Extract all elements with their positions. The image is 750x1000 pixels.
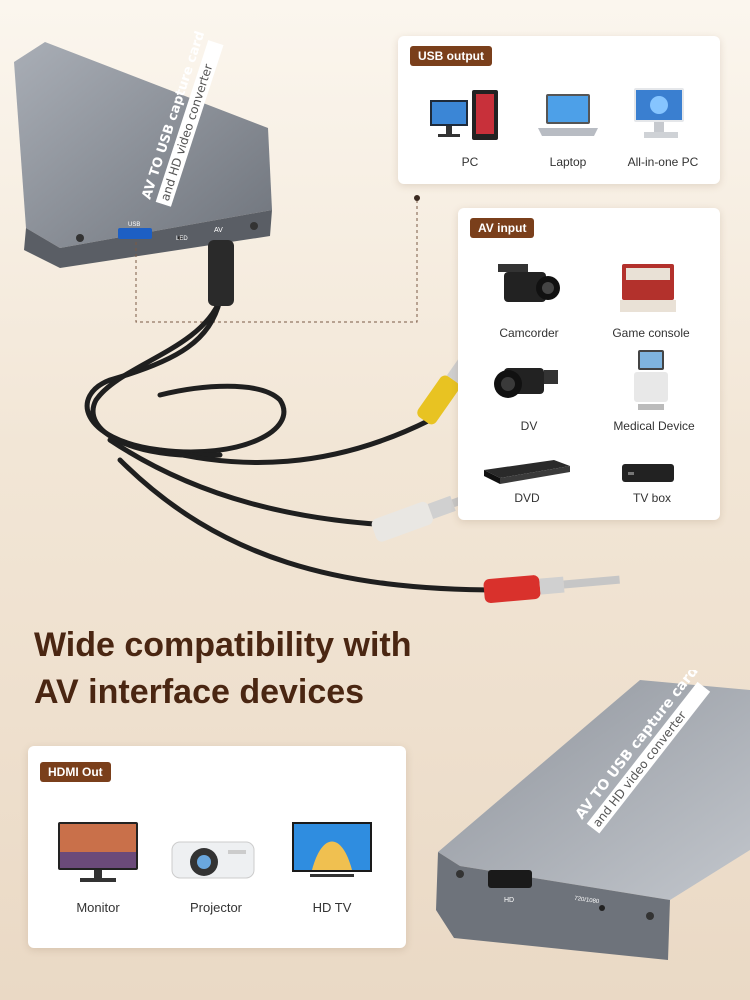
av-input-badge: AV input (470, 218, 535, 238)
pc-label: PC (461, 155, 479, 169)
projector-label: Projector (189, 900, 243, 915)
white-rca-plug (371, 492, 476, 542)
monitor-icon (58, 822, 138, 882)
game-console-icon (620, 264, 676, 312)
resolution-label: 720/1080 (574, 896, 600, 906)
monitor-label: Monitor (76, 900, 120, 915)
dvd-label: DVD (514, 491, 540, 505)
usb-port (118, 228, 152, 239)
dashed-connector (135, 195, 420, 323)
tv-box-label: TV box (632, 491, 671, 505)
laptop-icon (538, 94, 598, 136)
tv-box-icon (622, 464, 674, 482)
hdmi-out-card: HDMI Out Monitor Projector HD TV (28, 746, 406, 948)
av-port-label: AV (214, 227, 223, 234)
laptop-label: Laptop (549, 155, 587, 169)
led-indicator (178, 236, 182, 240)
headline-line-1: Wide compatibility with (34, 626, 412, 664)
camcorder-label: Camcorder (499, 326, 559, 340)
av-input-card: AV input Camcorder Game console DV Medic… (458, 208, 720, 520)
game-console-label: Game console (612, 326, 690, 340)
hdtv-icon (292, 822, 372, 877)
resolution-switch (599, 905, 605, 911)
page-headline: Wide compatibility with AV interface dev… (34, 622, 412, 716)
hdmi-port (488, 870, 532, 888)
dv-label: DV (520, 419, 538, 433)
top-capture-device: AV TO USB capture card and HD video conv… (14, 29, 272, 268)
projector-icon (171, 841, 255, 879)
hdmi-out-badge: HDMI Out (40, 762, 111, 782)
bottom-capture-device: HD 720/1080 AV TO USB capture card and H… (436, 670, 750, 960)
all-in-one-pc-icon (634, 88, 684, 138)
hdtv-label: HD TV (312, 900, 352, 915)
usb-output-card: USB output PC Laptop All-in-one PC (398, 36, 720, 184)
led-label: LED (176, 236, 188, 242)
dvd-player-icon (484, 460, 570, 484)
medical-device-icon (634, 350, 668, 410)
hdmi-port-label: HD (504, 897, 514, 904)
av-cable (84, 240, 620, 603)
headline-line-2: AV interface devices (34, 673, 365, 711)
camcorder-icon (498, 264, 560, 302)
usb-output-badge: USB output (410, 46, 492, 66)
usb-port-label: USB (128, 222, 140, 228)
all-in-one-pc-label: All-in-one PC (627, 155, 699, 169)
pc-tower-icon (430, 90, 498, 140)
dv-camera-icon (494, 368, 558, 398)
red-rca-plug (483, 575, 620, 603)
medical-device-label: Medical Device (613, 419, 695, 433)
